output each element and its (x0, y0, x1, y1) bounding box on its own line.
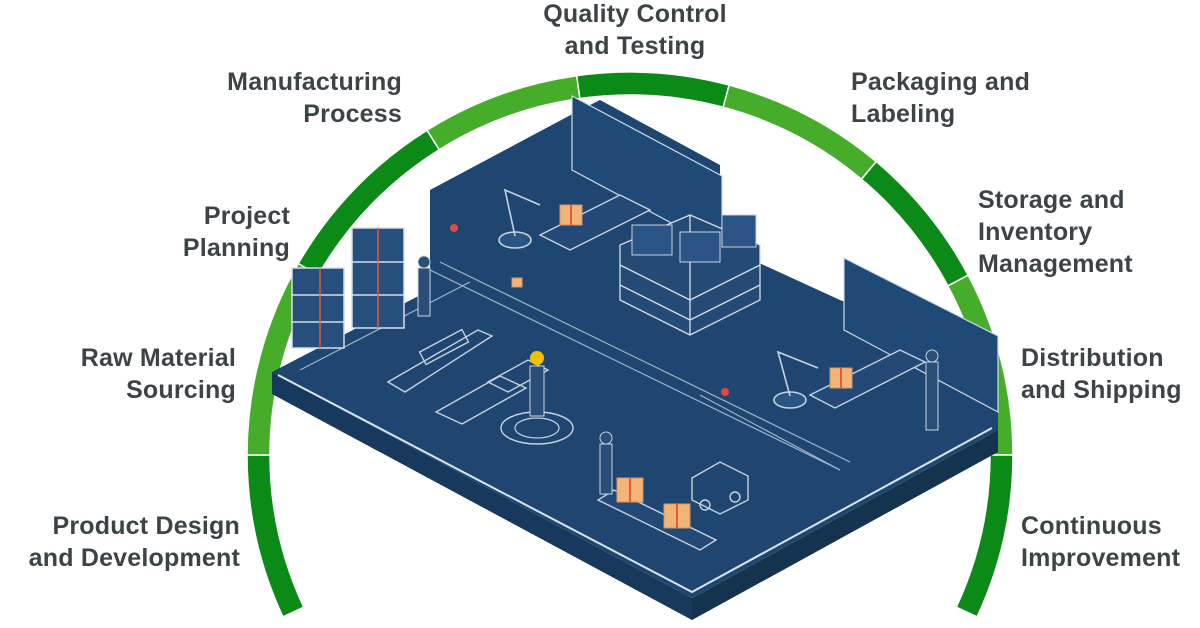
box-tape (570, 205, 842, 528)
label-line: Manufacturing (227, 68, 402, 96)
engineer-with-hardhat (500, 351, 574, 445)
ring-segment-product-design (246, 454, 305, 618)
platform-edge-line (277, 374, 993, 594)
stage-label-product-design: Product Design and Development (0, 510, 240, 574)
label-line: Product Design (52, 512, 240, 540)
label-line: Quality Control (543, 0, 727, 28)
freight-train (434, 359, 550, 425)
floor-lane (429, 269, 841, 471)
label-line: Improvement (1021, 544, 1181, 572)
pallet-stacks (631, 214, 757, 263)
label-line: Raw Material (80, 344, 236, 372)
stage-label-raw-material: Raw Material Sourcing (0, 342, 236, 406)
stage-label-storage: Storage and Inventory Management (978, 184, 1133, 280)
stage-ring (246, 71, 1014, 618)
factory-platform (272, 95, 999, 620)
label-line: Packaging and (851, 68, 1031, 96)
stage-label-packaging: Packaging and Labeling (851, 66, 1030, 130)
storage-racks (291, 227, 405, 349)
cargo-ship (386, 328, 494, 393)
label-line: and Shipping (1021, 376, 1182, 404)
label-line: Management (978, 250, 1133, 278)
label-line: Inventory (978, 218, 1093, 246)
label-line: Distribution (1021, 344, 1164, 372)
back-wall-right (843, 257, 999, 413)
conveyor-belt (538, 194, 927, 551)
stage-label-project-planning: Project Planning (0, 200, 290, 264)
label-line: Continuous (1021, 512, 1162, 540)
floor-lane (699, 394, 841, 471)
robotic-arm (498, 188, 819, 409)
stage-label-manufacturing: Manufacturing Process (0, 66, 402, 130)
label-line: Labeling (851, 100, 956, 128)
ring-segment-continuous-improvement (955, 454, 1014, 618)
label-line: Project (203, 202, 290, 230)
ring-segment-storage (860, 160, 970, 288)
label-line: Process (303, 100, 402, 128)
floor-lane (439, 261, 851, 463)
location-pins (450, 224, 729, 396)
stage-label-continuous-improvement: Continuous Improvement (1021, 510, 1180, 574)
stage-label-quality-control: Quality Control and Testing (510, 0, 760, 62)
platform-right-face (692, 430, 998, 620)
label-line: Storage and (978, 186, 1125, 214)
label-line: and Development (28, 544, 240, 572)
label-line: Planning (182, 234, 290, 262)
stage-label-distribution: Distribution and Shipping (1021, 342, 1182, 406)
forklift (691, 461, 749, 515)
label-line: Sourcing (126, 376, 236, 404)
platform-left-face (272, 372, 692, 620)
label-line: and Testing (564, 32, 706, 60)
cardboard-boxes (511, 204, 853, 529)
worker-figures (417, 255, 939, 495)
